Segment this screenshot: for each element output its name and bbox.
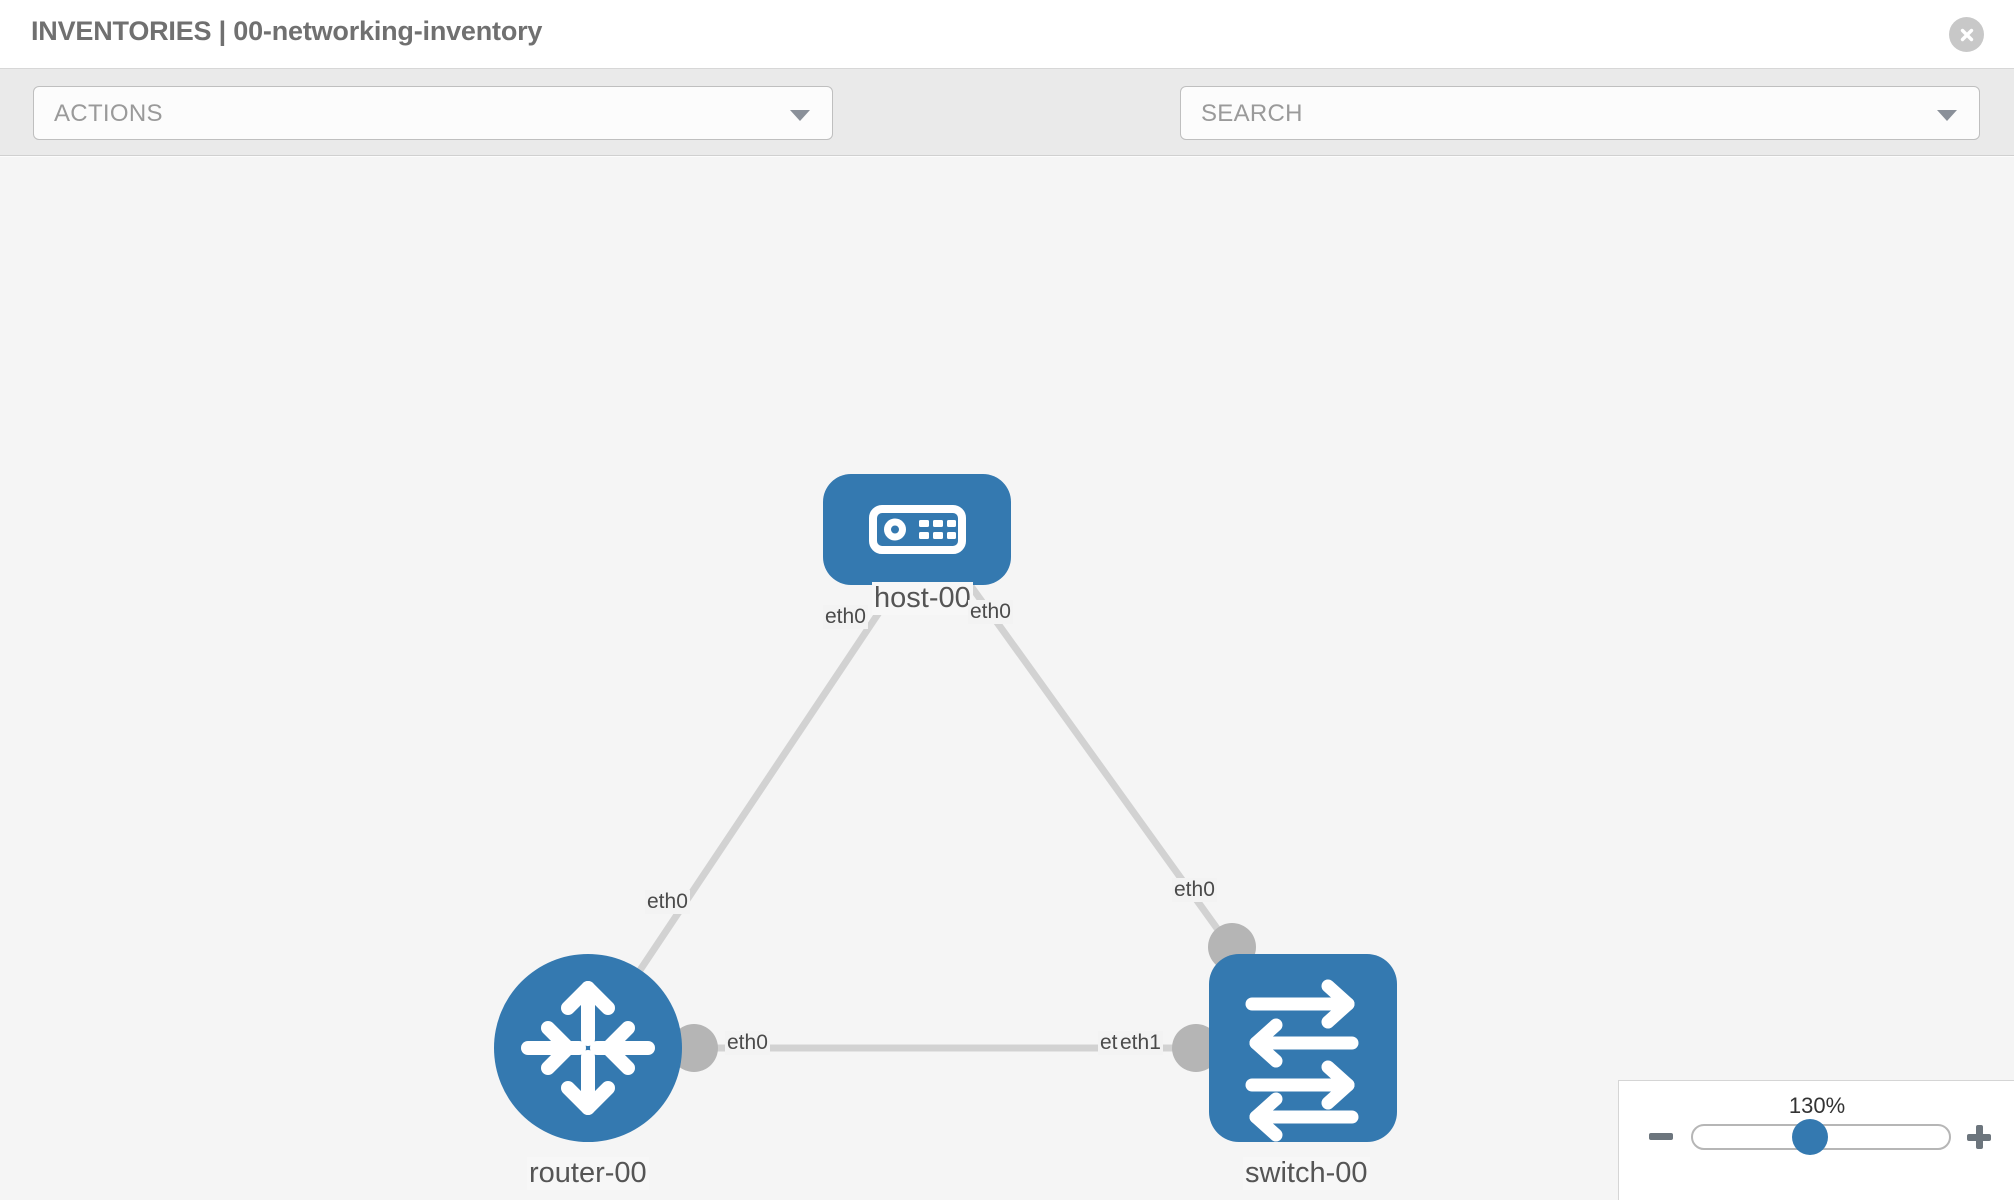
interface-label-router-up: eth0 [645, 890, 690, 914]
node-label-host-00: host-00 [872, 582, 973, 615]
host-icon [869, 505, 966, 554]
topology-canvas[interactable]: host-00 router-00 switch-00 eth0 eth0 et… [0, 157, 2014, 1200]
chevron-down-icon [790, 110, 810, 121]
topology-graph [494, 474, 1397, 1142]
actions-dropdown[interactable]: ACTIONS [33, 86, 833, 140]
router-icon [521, 981, 655, 1115]
search-placeholder: SEARCH [1201, 100, 1303, 127]
interface-label-router-right: eth0 [725, 1031, 770, 1055]
plus-icon[interactable] [1967, 1125, 1991, 1149]
interface-dot-router-right [670, 1024, 718, 1072]
node-label-router-00: router-00 [527, 1157, 649, 1190]
topology-links [585, 554, 1306, 1052]
node-host-00 [823, 474, 1011, 585]
node-switch-00 [1209, 954, 1397, 1142]
link-host-router [585, 555, 919, 1050]
toolbar: ACTIONS SEARCH [0, 69, 2014, 195]
node-router-00 [494, 954, 682, 1142]
actions-dropdown-label: ACTIONS [54, 100, 163, 127]
page-title: INVENTORIES | 00-networking-inventory [31, 16, 543, 46]
interface-label-host-left: eth0 [823, 605, 868, 629]
zoom-level-value: 130% [1788, 1093, 1846, 1118]
search-input[interactable]: SEARCH [1180, 86, 1980, 140]
node-label-switch-00: switch-00 [1243, 1157, 1370, 1190]
close-icon[interactable] [1949, 17, 1984, 52]
interface-label-switch-up: eth0 [1172, 878, 1217, 902]
interface-label-host-right: eth0 [968, 600, 1013, 624]
search-chevron-down-icon[interactable] [1937, 110, 1957, 121]
zoom-slider-thumb[interactable] [1792, 1119, 1828, 1155]
minus-icon[interactable] [1649, 1133, 1673, 1140]
topology-interface-dots [670, 551, 1256, 1072]
interface-label-switch-left: eth1 [1118, 1031, 1163, 1055]
switch-icon [1245, 979, 1359, 1142]
page-header: INVENTORIES | 00-networking-inventory [0, 0, 2014, 69]
interface-dot-switch-left [1172, 1024, 1220, 1072]
zoom-control-panel: 130% [1618, 1080, 2014, 1200]
